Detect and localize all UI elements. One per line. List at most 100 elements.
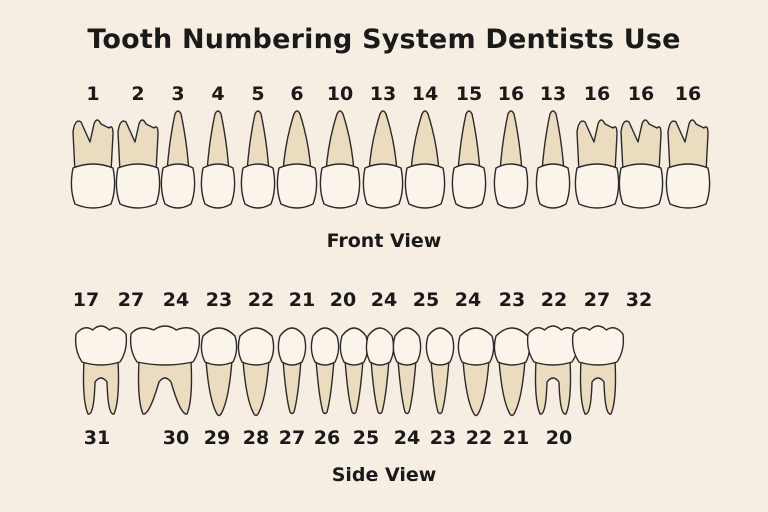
side-bottom-tooth-number: 23	[429, 427, 457, 449]
tooth-root	[117, 119, 159, 173]
tooth-root	[205, 359, 233, 417]
side-tooth	[200, 327, 238, 417]
tooth-crown	[574, 163, 620, 209]
tooth-crown	[618, 163, 664, 209]
side-view-caption: Side View	[331, 464, 437, 486]
tooth-root	[462, 359, 490, 417]
side-top-tooth-number: 20	[329, 289, 357, 311]
tooth-root	[541, 110, 565, 173]
front-tooth-number: 15	[455, 83, 483, 105]
side-top-tooth-number: 24	[370, 289, 398, 311]
side-tooth	[526, 325, 580, 415]
side-top-tooth-number: 27	[583, 289, 611, 311]
front-tooth	[574, 119, 620, 209]
tooth-root	[344, 359, 364, 415]
side-tooth	[277, 327, 307, 415]
tooth-crown	[70, 163, 116, 209]
tooth-crown	[535, 163, 571, 209]
front-tooth-number: 10	[326, 83, 354, 105]
side-top-tooth-number: 21	[288, 289, 316, 311]
front-tooth	[535, 110, 571, 209]
tooth-crown	[425, 327, 455, 366]
side-bottom-tooth-number: 28	[242, 427, 270, 449]
side-top-tooth-number: 23	[205, 289, 233, 311]
front-tooth	[493, 110, 529, 209]
front-tooth-number: 6	[290, 83, 304, 105]
front-tooth	[200, 110, 236, 209]
tooth-crown	[526, 325, 580, 366]
tooth-crown	[665, 163, 711, 209]
front-tooth-number: 13	[539, 83, 567, 105]
tooth-root	[82, 359, 120, 415]
tooth-crown	[115, 163, 161, 209]
tooth-crown	[339, 327, 369, 366]
tooth-root	[368, 110, 398, 173]
tooth-root	[315, 359, 335, 415]
side-bottom-tooth-number: 30	[162, 427, 190, 449]
front-tooth-number: 2	[131, 83, 145, 105]
tooth-crown	[493, 327, 531, 366]
side-bottom-tooth-number: 20	[545, 427, 573, 449]
front-tooth-number: 13	[369, 83, 397, 105]
side-bottom-tooth-number: 31	[83, 427, 111, 449]
tooth-root	[499, 110, 523, 173]
side-tooth	[571, 325, 625, 415]
side-tooth	[237, 327, 275, 417]
side-top-tooth-number: 23	[498, 289, 526, 311]
front-tooth-number: 4	[211, 83, 225, 105]
tooth-crown	[200, 327, 238, 366]
tooth-root	[166, 110, 190, 173]
tooth-crown	[277, 327, 307, 366]
side-top-tooth-number: 22	[247, 289, 275, 311]
front-tooth-number: 3	[171, 83, 185, 105]
tooth-root	[72, 119, 114, 173]
front-tooth	[665, 119, 711, 209]
front-tooth-number: 16	[674, 83, 702, 105]
tooth-root	[498, 359, 526, 417]
tooth-crown	[200, 163, 236, 209]
tooth-crown	[160, 163, 196, 209]
side-tooth	[365, 327, 395, 415]
diagram-title: Tooth Numbering System Dentists Use	[87, 24, 681, 55]
side-top-tooth-number: 17	[72, 289, 100, 311]
side-top-tooth-number: 24	[454, 289, 482, 311]
side-tooth	[425, 327, 455, 415]
side-bottom-tooth-number: 22	[465, 427, 493, 449]
front-tooth	[618, 119, 664, 209]
tooth-root	[325, 110, 355, 173]
tooth-crown	[457, 327, 495, 366]
side-top-tooth-number: 32	[625, 289, 653, 311]
tooth-root	[137, 359, 193, 415]
side-bottom-tooth-number: 21	[502, 427, 530, 449]
front-tooth	[70, 119, 116, 209]
tooth-root	[246, 110, 270, 173]
side-bottom-tooth-number: 26	[313, 427, 341, 449]
tooth-root	[282, 359, 302, 415]
front-tooth	[240, 110, 276, 209]
tooth-crown	[240, 163, 276, 209]
side-tooth	[339, 327, 369, 415]
tooth-root	[579, 359, 617, 415]
tooth-crown	[392, 327, 422, 366]
front-tooth	[115, 119, 161, 209]
tooth-crown	[237, 327, 275, 366]
tooth-root	[667, 119, 709, 173]
tooth-root	[620, 119, 662, 173]
front-view-caption: Front View	[326, 230, 442, 252]
tooth-crown	[319, 163, 361, 209]
front-tooth-number: 16	[583, 83, 611, 105]
side-top-tooth-number: 25	[412, 289, 440, 311]
front-tooth	[451, 110, 487, 209]
front-tooth-number: 16	[627, 83, 655, 105]
tooth-crown	[129, 325, 201, 366]
front-tooth-number: 16	[497, 83, 525, 105]
front-tooth	[319, 110, 361, 209]
side-bottom-tooth-number: 24	[393, 427, 421, 449]
tooth-root	[370, 359, 390, 415]
front-tooth-number: 1	[86, 83, 100, 105]
side-tooth	[392, 327, 422, 415]
tooth-root	[576, 119, 618, 173]
tooth-root	[457, 110, 481, 173]
